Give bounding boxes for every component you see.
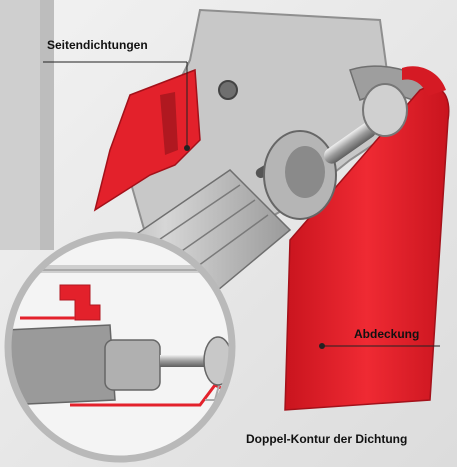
mounting-hole xyxy=(218,80,238,100)
label-cover: Abdeckung xyxy=(354,327,420,341)
side-seals-pointer-dot xyxy=(184,145,190,151)
inset-red-profile xyxy=(59,284,101,321)
bearing-inner xyxy=(285,146,325,198)
red-cover-edge xyxy=(402,66,446,96)
inset-detail xyxy=(4,231,236,463)
cover-pointer-dot xyxy=(319,343,325,349)
wall-pillar xyxy=(0,0,40,250)
knob xyxy=(362,83,408,137)
inset-tube xyxy=(8,324,116,406)
inset-shaft xyxy=(160,355,210,367)
seal-groove xyxy=(160,92,178,155)
inset-knob xyxy=(203,336,232,386)
red-cover xyxy=(284,86,450,411)
label-double-contour: Doppel-Kontur der Dichtung xyxy=(246,432,408,446)
inset-ring xyxy=(4,231,236,463)
shaft xyxy=(323,122,377,164)
label-side-seals: Seitendichtungen xyxy=(47,38,148,52)
inset-bearing xyxy=(104,339,161,391)
